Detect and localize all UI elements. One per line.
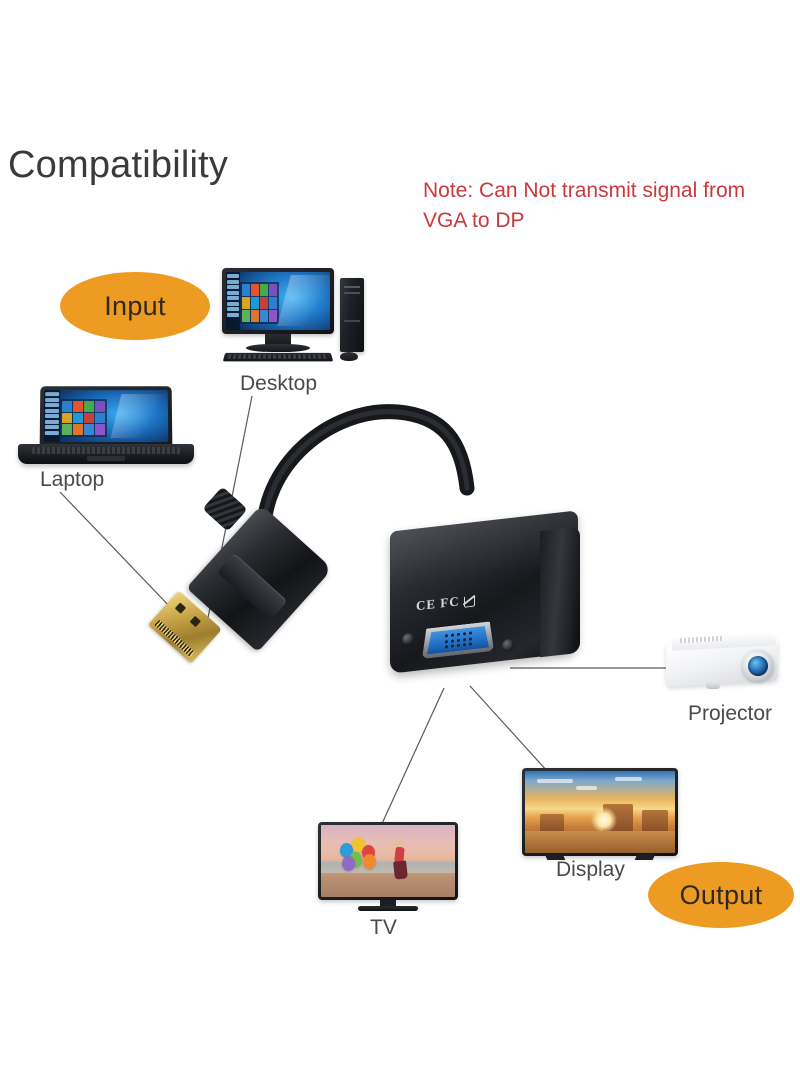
pc-tower <box>340 278 364 352</box>
balloons-graphic <box>339 837 386 872</box>
windows-taskbar <box>226 272 240 330</box>
display-foot-right <box>634 854 656 860</box>
dp-cable <box>256 404 475 550</box>
display-bezel <box>522 768 678 856</box>
desktop-screen <box>226 272 330 330</box>
monitor-icon <box>522 768 678 864</box>
projector-label: Projector <box>688 702 773 725</box>
projector-foot <box>706 682 720 689</box>
display-screen-image <box>525 771 675 853</box>
sun-glow <box>591 807 617 834</box>
television-icon <box>318 822 458 914</box>
desert-ground <box>525 830 675 853</box>
monitor-base <box>246 344 310 352</box>
monitor-stand <box>265 334 291 346</box>
laptop-icon <box>18 386 194 466</box>
projector-lens <box>742 650 774 682</box>
mesa-right <box>642 810 668 832</box>
windows-start-menu <box>239 282 280 325</box>
laptop-screen <box>43 390 169 443</box>
dp-to-vga-adapter: CE FC <box>390 510 590 681</box>
tv-screen-image <box>321 825 455 897</box>
keyboard-icon <box>222 352 334 362</box>
adapter-side-face <box>540 526 580 658</box>
page-title: Compatibility <box>8 144 229 186</box>
desktop-computer-icon <box>218 268 370 368</box>
windows-taskbar <box>43 390 61 443</box>
desktop-monitor <box>222 268 334 334</box>
tv-stand-neck <box>380 900 396 907</box>
windows-start-menu <box>59 399 108 437</box>
warning-note: Note: Can Not transmit signal from VGA t… <box>423 179 746 232</box>
tv-stand-base <box>358 906 418 911</box>
mouse-icon <box>340 352 358 361</box>
laptop-keyboard-base <box>18 444 194 464</box>
jumping-person-graphic <box>385 839 412 881</box>
laptop-label: Laptop <box>40 468 105 491</box>
desktop-label: Desktop <box>240 372 318 395</box>
output-badge: Output <box>648 862 794 928</box>
laptop-lid <box>39 386 173 447</box>
displayport-connector <box>148 486 333 668</box>
projector-icon <box>666 631 790 694</box>
tv-label: TV <box>370 916 397 939</box>
display-label: Display <box>556 858 625 881</box>
mesa-left <box>540 813 564 832</box>
input-badge: Input <box>60 272 210 340</box>
cable-strain-relief <box>202 486 248 532</box>
tv-sea <box>321 862 455 873</box>
tv-bezel <box>318 822 458 900</box>
weee-bin-icon <box>463 593 474 607</box>
